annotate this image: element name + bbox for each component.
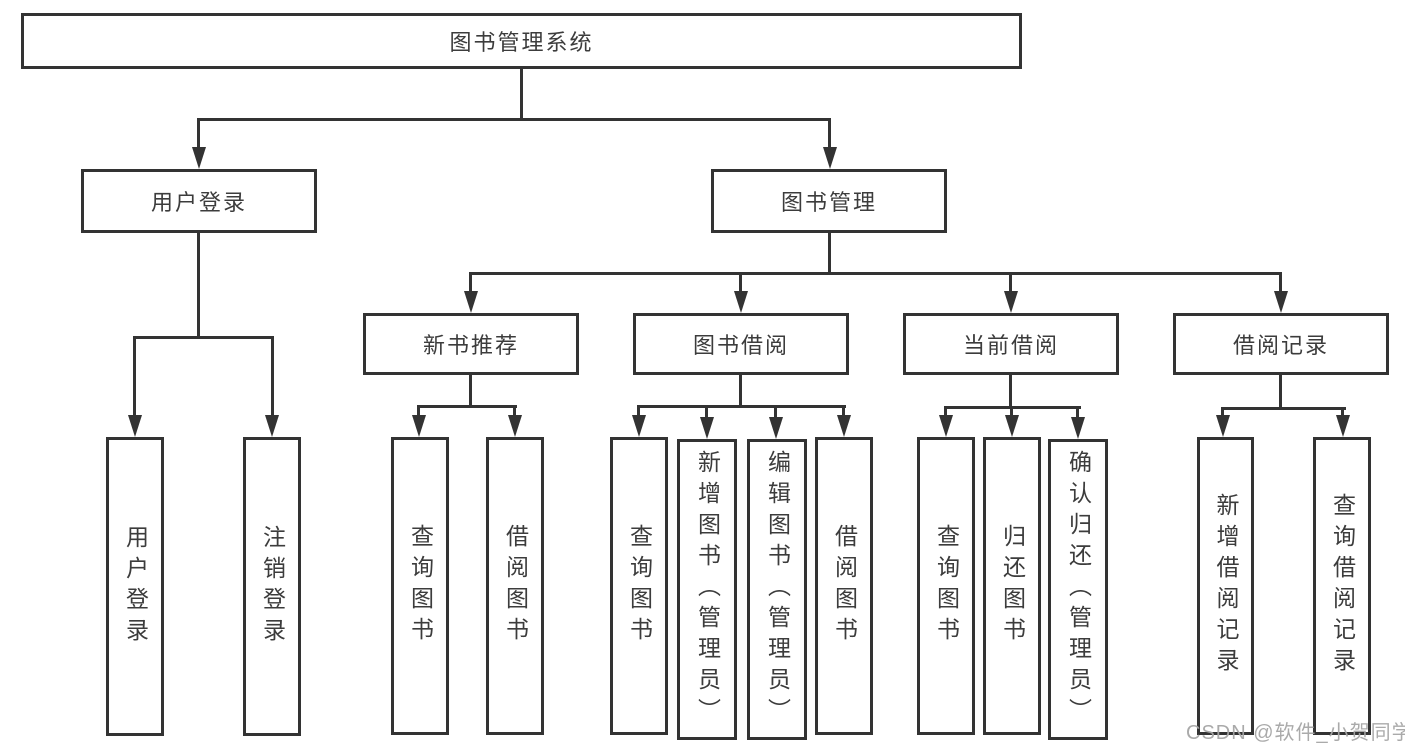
connector-line [197,118,200,150]
leaf-query-books-recommend: 查询图书 [391,437,449,735]
leaf-borrow-books-borrowing: 借阅图书 [815,437,873,735]
connector-line [637,408,640,417]
connector-line [774,408,777,417]
arrowhead-icon [734,291,748,313]
arrowhead-icon [939,415,953,437]
connector-line [1221,410,1224,417]
leaf-add-borrow-record: 新增借阅记录 [1197,437,1254,735]
arrowhead-icon [1004,291,1018,313]
connector-line [1279,275,1282,293]
node-user-login: 用户登录 [81,169,317,233]
arrowhead-icon [1274,291,1288,313]
connector-line [417,408,420,417]
connector-line [1009,375,1012,409]
connector-line [197,118,831,121]
connector-line [1010,409,1013,417]
leaf-return-book: 归还图书 [983,437,1041,735]
connector-line [520,68,523,121]
node-book-borrowing: 图书借阅 [633,313,849,375]
csdn-watermark: CSDN @软件_小贺同学 [1186,722,1405,744]
node-library-system: 图书管理系统 [21,13,1022,69]
arrowhead-icon [1336,415,1350,437]
leaf-query-books-current: 查询图书 [917,437,975,735]
node-borrow-records: 借阅记录 [1173,313,1389,375]
connector-line [513,408,516,417]
leaf-add-book-admin: 新增图书（管理员） [677,439,737,740]
connector-line [944,406,1081,409]
connector-line [417,405,517,408]
leaf-query-books-borrowing: 查询图书 [610,437,668,735]
connector-line [739,275,742,293]
connector-line [1341,410,1344,417]
connector-line [133,336,274,339]
arrowhead-icon [1216,415,1230,437]
node-new-book-recommend: 新书推荐 [363,313,579,375]
arrowhead-icon [508,415,522,437]
leaf-confirm-return-admin: 确认归还（管理员） [1048,439,1108,740]
connector-line [944,409,947,417]
node-current-borrowing: 当前借阅 [903,313,1119,375]
arrowhead-icon [769,417,783,439]
arrowhead-icon [700,417,714,439]
connector-line [828,233,831,275]
arrowhead-icon [265,415,279,437]
connector-line [469,375,472,408]
arrowhead-icon [837,415,851,437]
arrowhead-icon [823,147,837,169]
leaf-edit-book-admin: 编辑图书（管理员） [747,439,807,740]
leaf-query-borrow-record: 查询借阅记录 [1313,437,1371,735]
leaf-logout: 注销登录 [243,437,301,736]
connector-line [197,233,200,339]
connector-line [1076,409,1079,417]
arrowhead-icon [1005,415,1019,437]
connector-line [842,408,845,417]
connector-line [469,272,1282,275]
connector-line [1009,275,1012,293]
connector-line [705,408,708,417]
connector-line [469,275,472,293]
arrowhead-icon [464,291,478,313]
arrowhead-icon [412,415,426,437]
arrowhead-icon [1071,417,1085,439]
leaf-borrow-books-recommend: 借阅图书 [486,437,544,735]
connector-line [271,339,274,417]
connector-line [637,405,846,408]
connector-line [739,375,742,408]
connector-line [1221,407,1346,410]
connector-line [133,339,136,417]
connector-line [828,118,831,150]
connector-line [1279,375,1282,410]
arrowhead-icon [192,147,206,169]
leaf-user-login: 用户登录 [106,437,164,736]
node-book-management: 图书管理 [711,169,947,233]
arrowhead-icon [632,415,646,437]
arrowhead-icon [128,415,142,437]
